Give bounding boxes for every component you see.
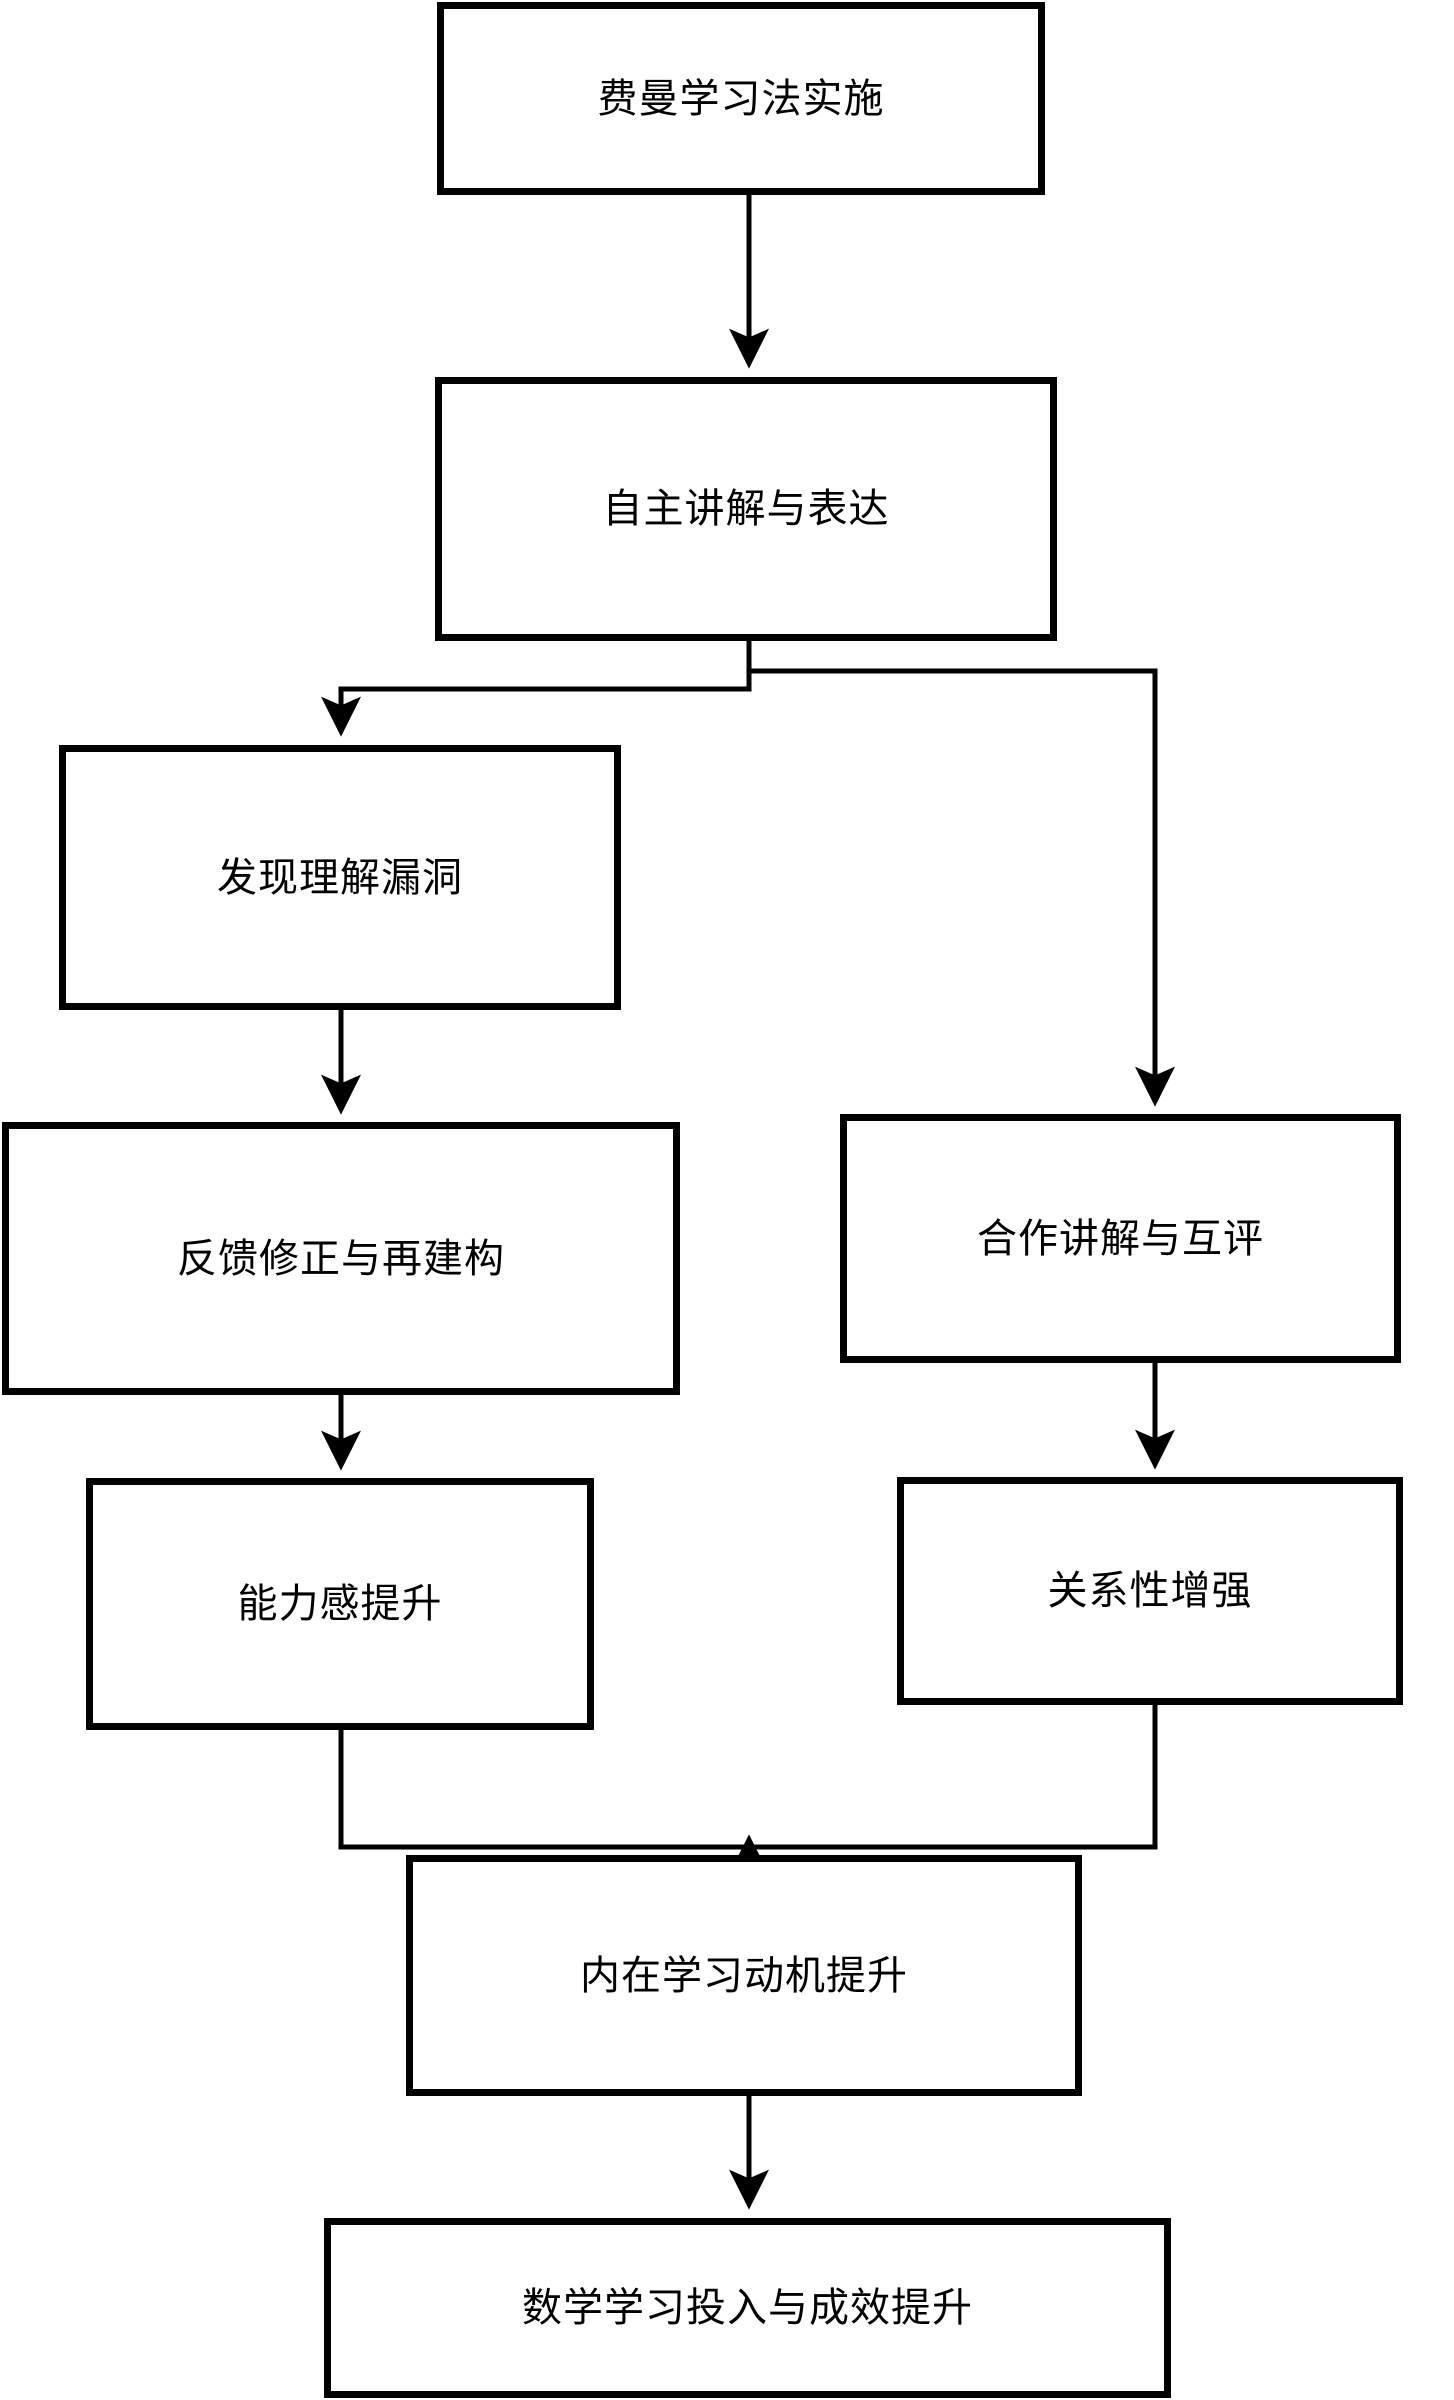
node-label: 关系性增强 <box>1047 1568 1253 1614</box>
node-feynman-implementation[interactable]: 费曼学习法实施 <box>437 2 1045 195</box>
node-self-explanation[interactable]: 自主讲解与表达 <box>435 377 1057 641</box>
edge-selfexplain-to-coop <box>746 641 1175 1107</box>
node-label: 发现理解漏洞 <box>217 854 463 901</box>
node-label: 自主讲解与表达 <box>602 486 890 532</box>
node-intrinsic-motivation[interactable]: 内在学习动机提升 <box>406 1855 1082 2096</box>
node-label: 反馈修正与再建构 <box>177 1235 505 1282</box>
node-label: 数学学习投入与成效提升 <box>522 2285 973 2331</box>
node-discover-gaps[interactable]: 发现理解漏洞 <box>59 745 621 1010</box>
node-math-engagement-outcome[interactable]: 数学学习投入与成效提升 <box>324 2218 1171 2398</box>
node-label: 内在学习动机提升 <box>580 1952 908 1999</box>
edge-selfexplain-to-gaps <box>321 641 752 737</box>
node-feedback-reconstruct[interactable]: 反馈修正与再建构 <box>2 1122 680 1395</box>
node-label: 能力感提升 <box>237 1581 443 1627</box>
node-competence-increase[interactable]: 能力感提升 <box>86 1478 594 1730</box>
node-relatedness-increase[interactable]: 关系性增强 <box>897 1477 1403 1705</box>
edge-relatedness-to-motivation <box>729 1705 1158 1875</box>
node-label: 费曼学习法实施 <box>597 75 885 122</box>
edge-competence-to-motivation <box>338 1730 749 1850</box>
node-label: 合作讲解与互评 <box>977 1215 1264 1262</box>
node-cooperative-explanation[interactable]: 合作讲解与互评 <box>840 1114 1401 1363</box>
